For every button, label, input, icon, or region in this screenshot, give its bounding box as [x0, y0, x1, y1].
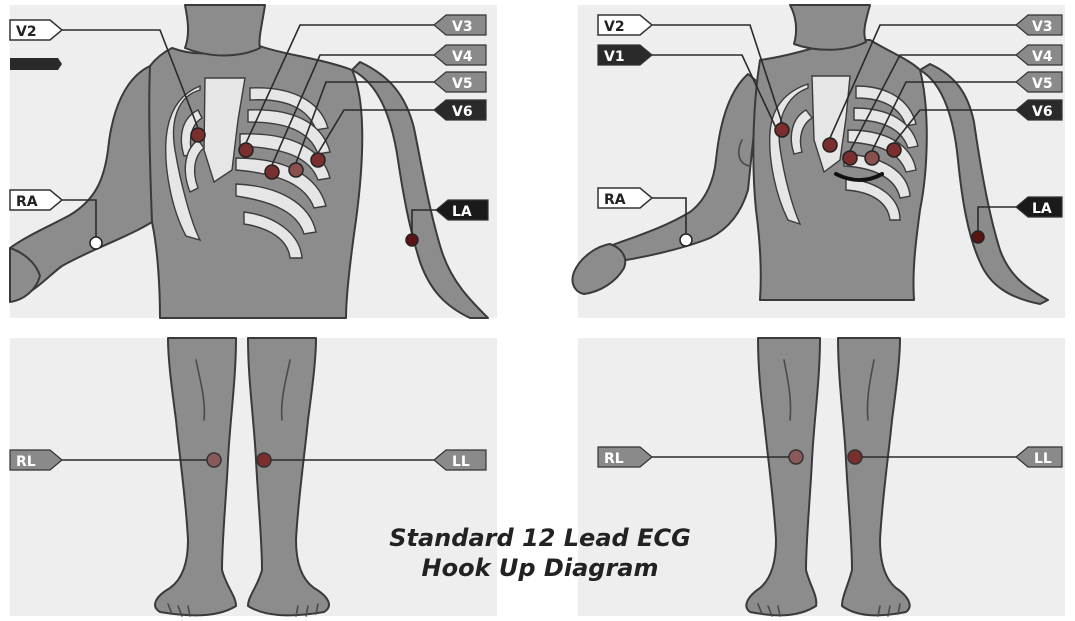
female-electrode-v1 — [775, 123, 789, 137]
female-electrode-v5 — [865, 151, 879, 165]
male-electrode-la — [406, 234, 418, 246]
female-electrode-ll — [848, 450, 862, 464]
diagram-title: Standard 12 Lead ECG Hook Up Diagram — [355, 523, 725, 583]
tag-male-ra-label: RA — [16, 194, 38, 210]
male-electrode-ll — [257, 453, 271, 467]
female-electrode-v6 — [887, 143, 901, 157]
male-neck — [185, 5, 265, 56]
male-electrode-rl — [207, 453, 221, 467]
tag-female-v2: V2 — [598, 15, 652, 35]
male-electrode-v4 — [265, 165, 279, 179]
tag-female-rl: RL — [598, 447, 652, 467]
tag-male-v5: V5 — [434, 72, 486, 92]
tag-male-v2-label: V2 — [16, 24, 37, 40]
tag-female-rl-label: RL — [604, 451, 624, 467]
male-electrode-v2 — [191, 128, 205, 142]
tag-female-la-label: LA — [1032, 201, 1052, 217]
male-stub-tag — [10, 58, 62, 70]
male-electrode-v3 — [239, 143, 253, 157]
tag-male-v3: V3 — [434, 15, 486, 35]
tag-female-v1: V1 — [598, 45, 652, 65]
female-electrode-rl — [789, 450, 803, 464]
tag-female-ra: RA — [598, 188, 652, 208]
tag-male-la-label: LA — [452, 204, 472, 220]
male-electrode-v5 — [289, 163, 303, 177]
female-electrode-v4 — [843, 151, 857, 165]
tag-female-v5-label: V5 — [1032, 76, 1053, 92]
female-electrode-la — [972, 231, 984, 243]
tag-male-ra: RA — [10, 190, 62, 210]
tag-male-v5-label: V5 — [452, 76, 473, 92]
tag-female-v1-label: V1 — [604, 49, 625, 65]
male-electrode-v6 — [311, 153, 325, 167]
tag-female-v4-label: V4 — [1032, 49, 1053, 65]
tag-male-v4-label: V4 — [452, 49, 473, 65]
female-electrode-ra — [680, 234, 692, 246]
tag-female-v6-label: V6 — [1032, 104, 1053, 120]
tag-female-v3-label: V3 — [1032, 19, 1053, 35]
tag-male-v4: V4 — [434, 45, 486, 65]
tag-male-v6-label: V6 — [452, 104, 473, 120]
diagram-title-line1: Standard 12 Lead ECG — [355, 523, 725, 553]
male-electrode-ra — [90, 237, 102, 249]
tag-male-ll-label: LL — [452, 454, 470, 470]
female-electrode-v3 — [823, 138, 837, 152]
tag-female-v2-label: V2 — [604, 19, 625, 35]
tag-male-la: LA — [436, 200, 488, 220]
tag-male-v3-label: V3 — [452, 19, 473, 35]
tag-female-ll-label: LL — [1034, 451, 1052, 467]
tag-male-rl-label: RL — [16, 454, 36, 470]
tag-male-rl: RL — [10, 450, 62, 470]
tag-male-ll: LL — [434, 450, 486, 470]
tag-male-v2: V2 — [10, 20, 62, 40]
tag-male-v6: V6 — [434, 100, 486, 120]
tag-female-ra-label: RA — [604, 192, 626, 208]
diagram-title-line2: Hook Up Diagram — [355, 553, 725, 583]
female-neck — [790, 5, 870, 50]
